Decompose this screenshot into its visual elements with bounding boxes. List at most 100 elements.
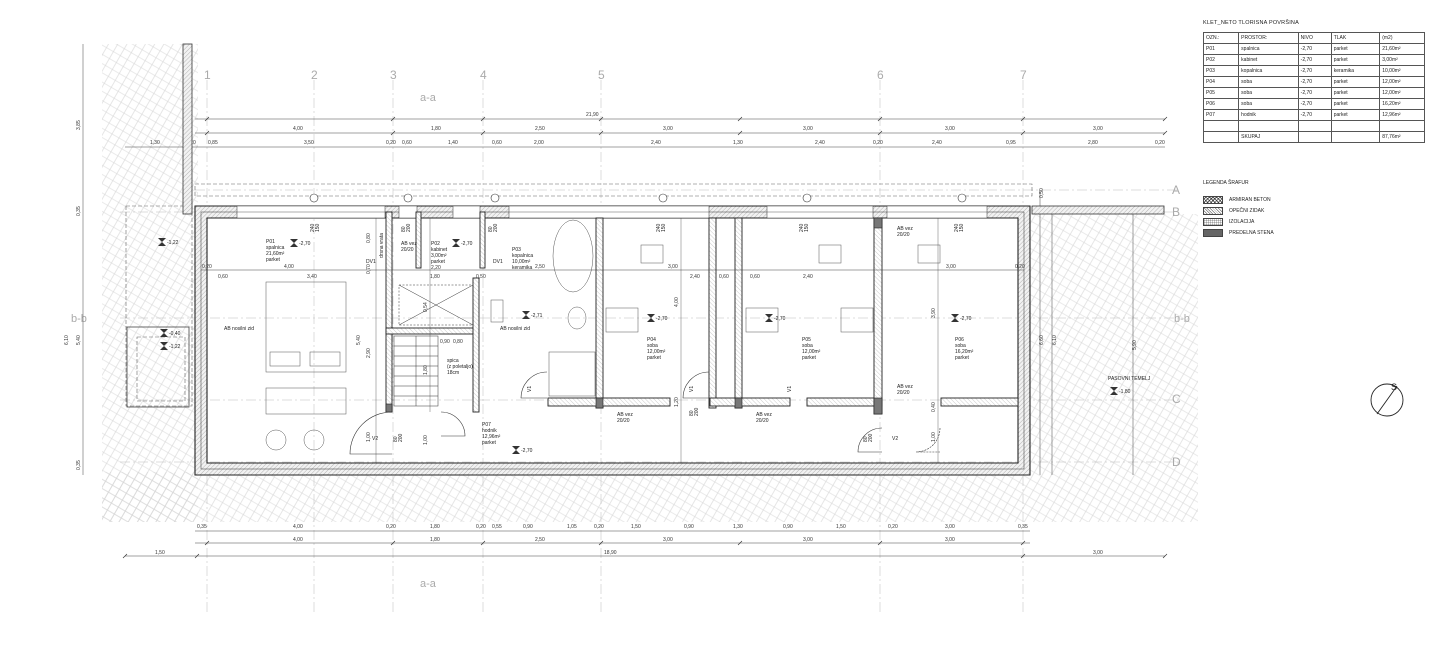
col-header: TLAK [1330, 32, 1381, 44]
furniture [265, 219, 941, 451]
level-foundation: -1,80 [1119, 389, 1131, 395]
note-sill: 80 [863, 436, 869, 442]
dim-bottom: 3,00 [803, 537, 813, 543]
dim-detail: 2,40 [815, 140, 825, 146]
concrete-swatch-icon [1203, 195, 1223, 204]
cell: keramika [1330, 65, 1381, 77]
note-win: 240 [310, 223, 316, 232]
dim-bottom: 0,90 [684, 524, 694, 530]
level-symbol [290, 239, 298, 247]
dim-bottom: 1,50 [836, 524, 846, 530]
dim-detail: 0,20 [386, 140, 396, 146]
level-p04: -2,70 [656, 316, 668, 322]
dim-inner: 2,50 [535, 264, 545, 270]
room-area: 3,00m² [431, 253, 447, 259]
room-id: P02 [431, 241, 440, 247]
cell: P02 [1202, 54, 1240, 66]
cell: parket [1330, 87, 1381, 99]
room-name: soba [647, 343, 658, 349]
vertical-dimensions [375, 218, 939, 463]
room-name: soba [802, 343, 813, 349]
top-dimensions: 21,90 4,00 1,80 2,50 3,00 3,00 3,00 3,00… [150, 112, 1165, 146]
note-foundation: PASOVNI TEMELJ [1108, 376, 1151, 382]
note-sill: 80 [488, 226, 494, 232]
dim-detail: 2,40 [651, 140, 661, 146]
cell: P03 [1202, 65, 1240, 77]
dim-vert: 0,90 [440, 339, 450, 345]
dim-left: 0,35 [76, 460, 82, 470]
room-area: 16,20m² [955, 349, 974, 355]
cell: parket [1330, 43, 1381, 55]
note-ab-vez-size: 20/20 [756, 418, 769, 424]
dim-inner: 0,60 [750, 274, 760, 280]
dim-right: 6,10 [1052, 335, 1058, 345]
cell [1238, 120, 1299, 132]
dim-bottom: 1,05 [567, 524, 577, 530]
level-symbol [951, 314, 959, 322]
cell [1379, 120, 1425, 132]
note-ab-wall: AB nosilni zid [500, 326, 530, 332]
cell: soba [1238, 76, 1299, 88]
dim-bottom: 1,50 [631, 524, 641, 530]
dim-bottom: 2,50 [535, 537, 545, 543]
room-id: P05 [802, 337, 811, 343]
note-sill-h: 200 [868, 433, 874, 442]
dim-bottom: 0,20 [594, 524, 604, 530]
dim-bottom: 0,20 [476, 524, 486, 530]
note-stairs: spica [447, 358, 459, 364]
dim-bottom: 4,00 [293, 537, 303, 543]
level-markers: -2,70 -2,70 -2,71 -2,70 -2,70 -2,70 -2,7… [158, 238, 1131, 454]
col-header: NIVO [1297, 32, 1332, 44]
dim-inner: 0,60 [218, 274, 228, 280]
north-letter: S [1391, 382, 1397, 392]
room-area: 21,60m² [266, 251, 285, 257]
annotations: PASOVNI TEMELJ AB nosilni zid AB nosilni… [224, 223, 1151, 442]
dim-vert: 0,80 [453, 339, 463, 345]
cell: 10,00m² [1379, 65, 1425, 77]
dim-inner: 0,20 [1015, 264, 1025, 270]
note-sill-h: 200 [694, 407, 700, 416]
dim-inner: 4,00 [284, 264, 294, 270]
dim-bottom: 1,80 [430, 537, 440, 543]
cell: spalnica [1238, 43, 1299, 55]
section-top: a-a [420, 92, 437, 104]
legend-label: ARMIRAN BETON [1229, 196, 1271, 203]
note-ab-vez: AB vez [756, 412, 772, 418]
room-floor: parket [431, 259, 446, 265]
section-right: b-b [1174, 313, 1190, 325]
note-stairs: 18cm [447, 370, 459, 376]
legend-title: LEGENDA ŠRAFUR [1203, 180, 1249, 186]
col-header: (m2) [1379, 32, 1425, 44]
dim-detail: 0,85 [208, 140, 218, 146]
dim-inner: 2,40 [690, 274, 700, 280]
axis-2: 2 [311, 68, 318, 82]
dim-vert: 1,00 [366, 432, 372, 442]
dim-detail: 2,00 [534, 140, 544, 146]
dim-bottom: 3,00 [663, 537, 673, 543]
dim-bottom: 0,55 [492, 524, 502, 530]
cell: 16,20m² [1379, 98, 1425, 110]
dim-vert: 5,40 [356, 335, 362, 345]
cell [1202, 120, 1240, 132]
room-floor: parket [955, 355, 970, 361]
level-symbol [158, 238, 166, 246]
dim-right: 0,50 [1039, 188, 1045, 198]
room-id: P04 [647, 337, 656, 343]
note-win: 240 [656, 223, 662, 232]
schedule-title: KLET_NETO TLORISNA POVRŠINA [1203, 20, 1299, 26]
cell: -2,70 [1297, 54, 1332, 66]
dim-vert: 0,40 [931, 402, 937, 412]
dim-inner: 1,80 [430, 274, 440, 280]
dim-inner: 3,40 [307, 274, 317, 280]
left-dimensions: 3,85 0,35 6,10 5,40 0,35 0,50 6,60 6,10 … [64, 120, 1138, 470]
legend-item: OPEČNI ZIDAK [1203, 205, 1274, 216]
section-left: b-b [71, 313, 87, 325]
cell: parket [1330, 98, 1381, 110]
note-v2: V2 [892, 436, 898, 442]
note-ab-vez: AB vez [401, 241, 417, 247]
axis-6: 6 [877, 68, 884, 82]
level-p01: -2,70 [299, 241, 311, 247]
level-p06: -2,70 [960, 316, 972, 322]
